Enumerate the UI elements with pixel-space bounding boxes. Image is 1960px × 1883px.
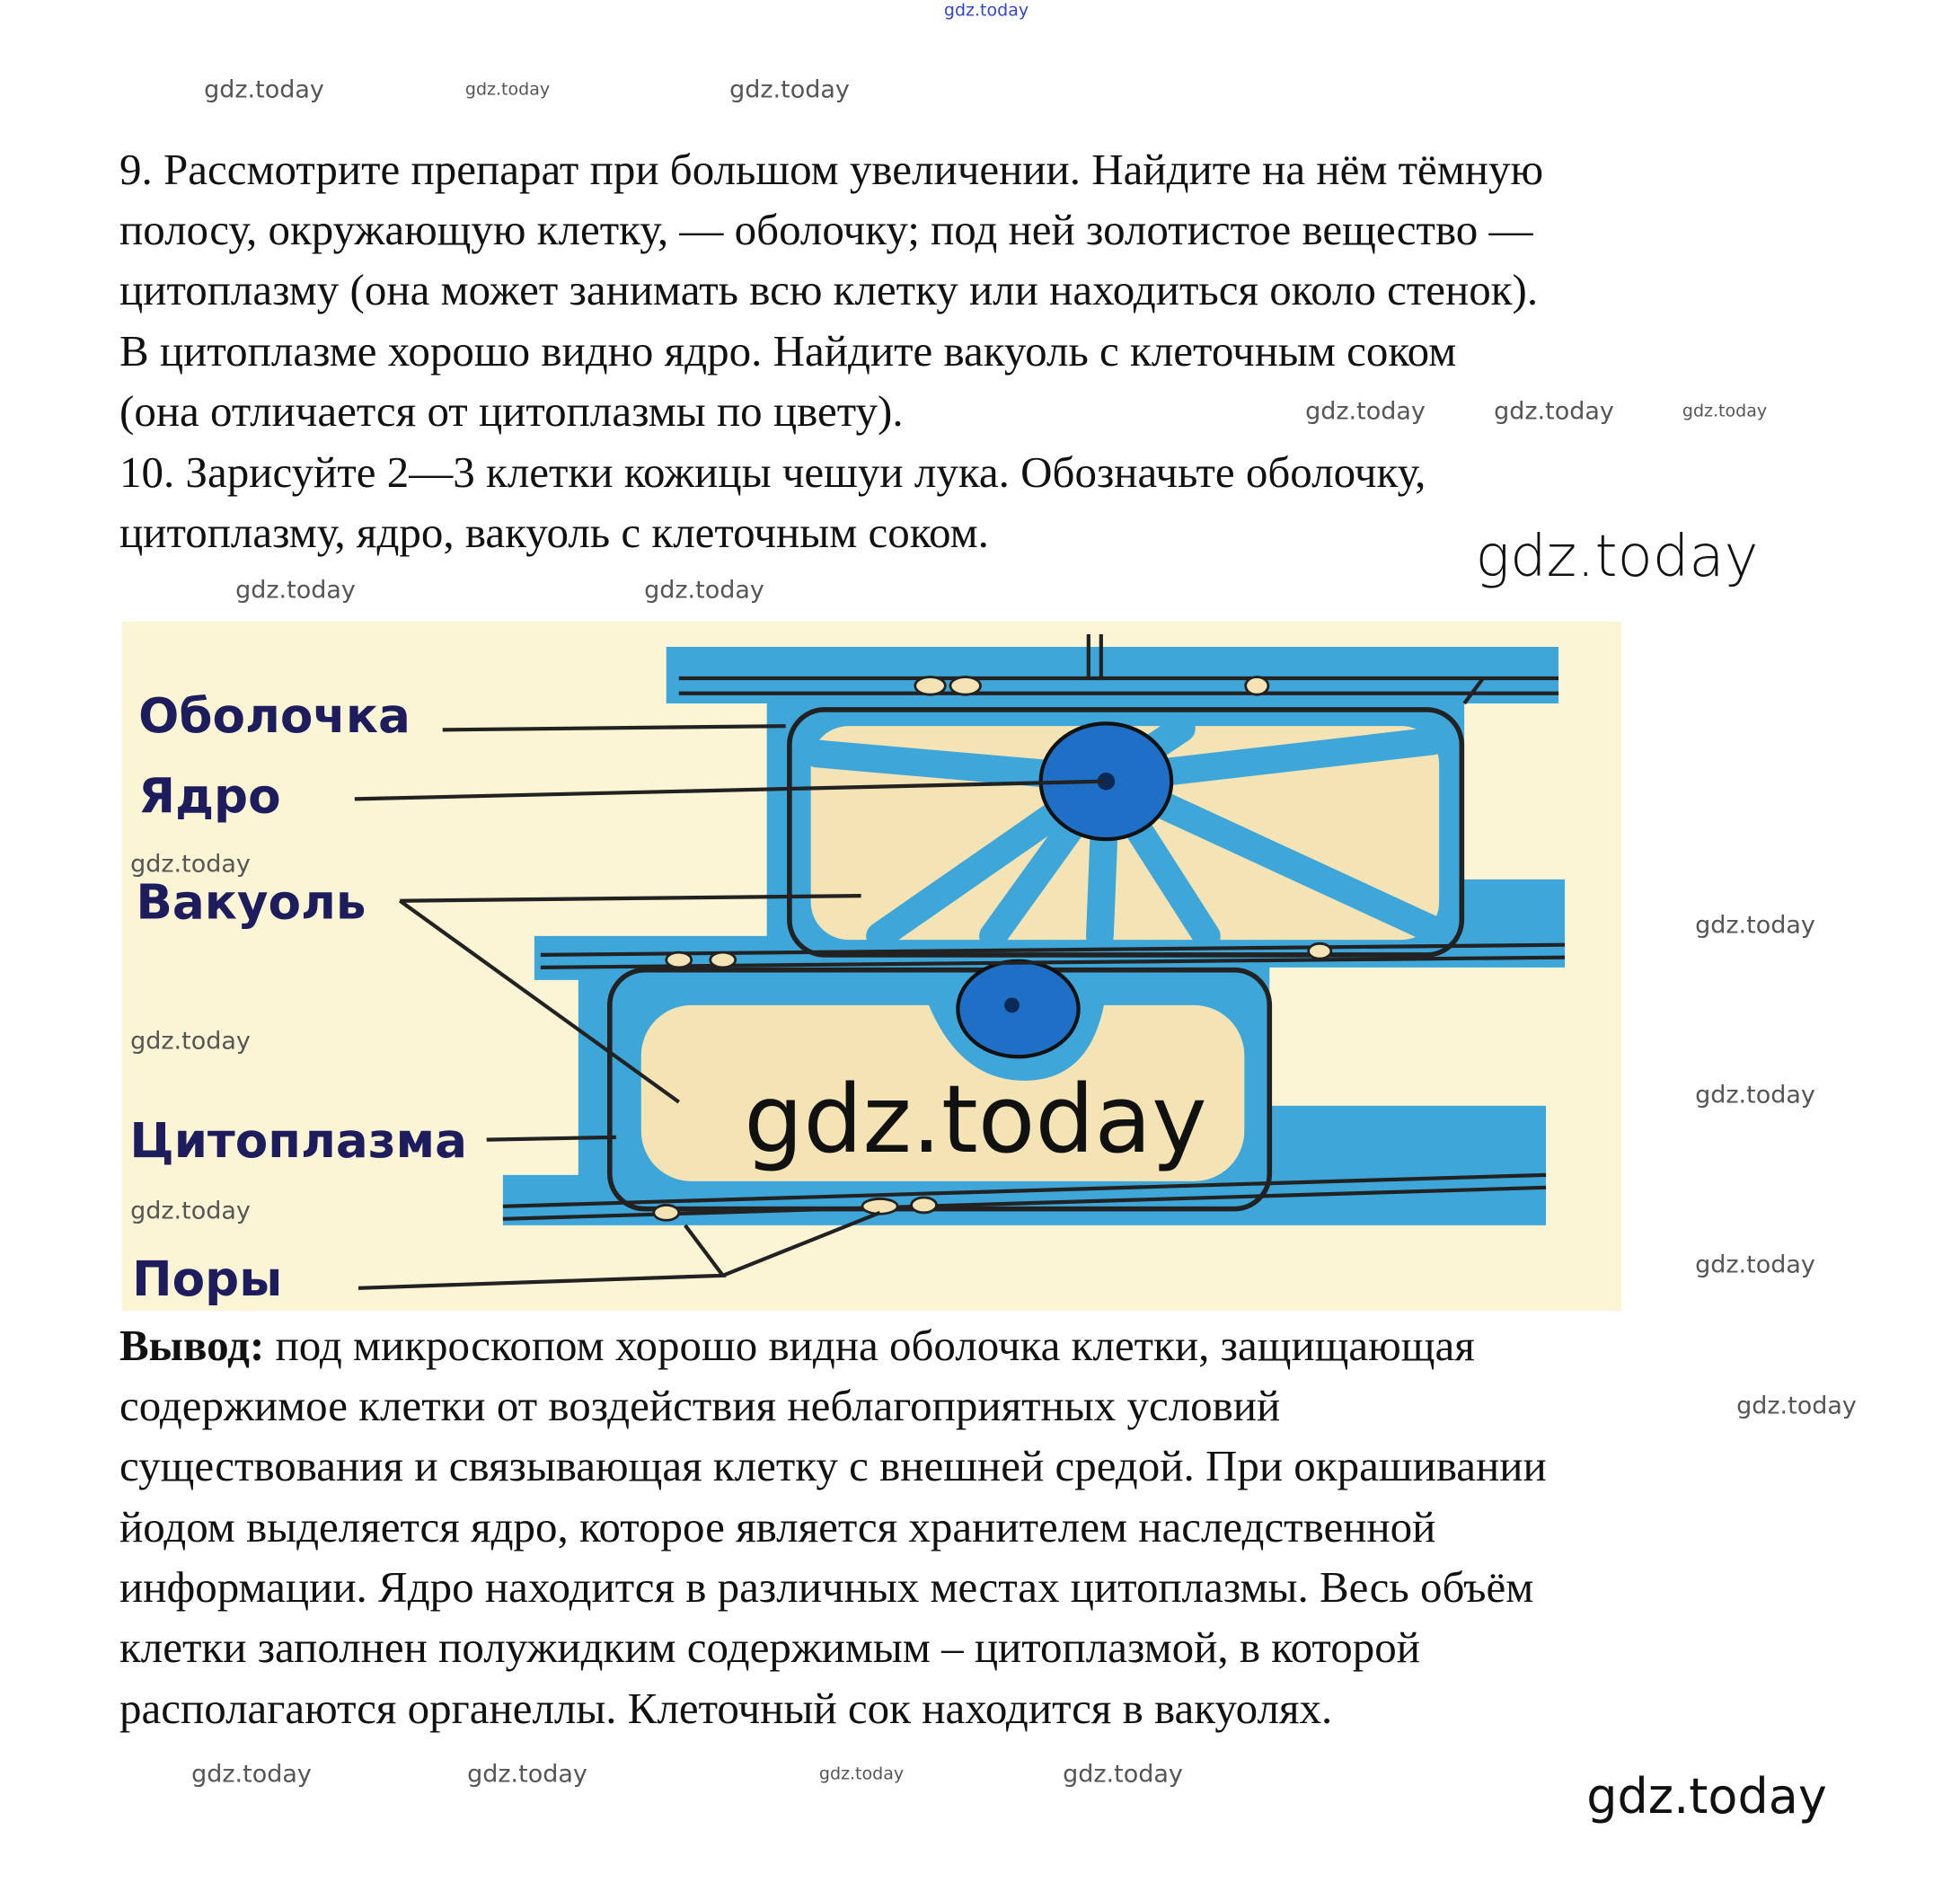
task-line: полосу, окружающую клетку, — оболочку; п… xyxy=(119,205,1533,254)
watermark: gdz.today xyxy=(130,1027,251,1056)
conclusion-line: йодом выделяется ядро, которое является … xyxy=(119,1502,1436,1551)
task-line: В цитоплазме хорошо видно ядро. Найдите … xyxy=(119,326,1457,376)
watermark: gdz.today xyxy=(464,79,551,100)
leader-lines xyxy=(354,724,1104,1290)
task-line: (она отличается от цитоплазмы по цвету). xyxy=(119,386,904,436)
watermark: gdz.today xyxy=(235,576,356,605)
watermark: gdz.today xyxy=(1736,1392,1857,1420)
label-cytoplasm: Цитоплазма xyxy=(129,1113,467,1169)
watermark: gdz.today xyxy=(1695,1081,1815,1109)
watermark: gdz.today xyxy=(130,1197,251,1225)
watermark: gdz.today xyxy=(943,0,1029,21)
cell-wall-top xyxy=(787,707,1465,958)
watermark: gdz.today xyxy=(1695,1251,1815,1279)
watermark: gdz.today xyxy=(644,576,764,605)
watermark: gdz.today xyxy=(744,1065,1207,1174)
watermark: gdz.today xyxy=(818,1764,905,1784)
label-pores: Поры xyxy=(132,1251,282,1307)
watermark: gdz.today xyxy=(130,850,251,879)
pores xyxy=(652,676,1333,1222)
conclusion-line: информации. Ядро находится в различных м… xyxy=(119,1562,1534,1612)
watermark: gdz.today xyxy=(1695,911,1815,940)
watermark: gdz.today xyxy=(467,1760,587,1789)
watermark: gdz.today xyxy=(1682,401,1768,421)
conclusion-line: клетки заполнен полужидким содержимым – … xyxy=(119,1622,1420,1672)
watermark: gdz.today xyxy=(1475,524,1759,590)
watermark: gdz.today xyxy=(1305,397,1426,426)
task-line: 9. Рассмотрите препарат при большом увел… xyxy=(119,145,1544,194)
label-nucleus: Ядро xyxy=(138,769,280,825)
vacuole-bottom xyxy=(640,1004,1245,1181)
conclusion-line: располагаются органеллы. Клеточный сок н… xyxy=(119,1684,1333,1733)
watermark: gdz.today xyxy=(191,1760,312,1789)
watermark: gdz.today xyxy=(1063,1760,1183,1789)
conclusion-line: Вывод: под микроскопом хорошо видна обол… xyxy=(119,1319,1475,1373)
task-line: 10. Зарисуйте 2—3 клетки кожицы чешуи лу… xyxy=(119,447,1426,497)
label-vacuole: Вакуоль xyxy=(136,874,366,930)
conclusion-line: существования и связывающая клетку с вне… xyxy=(119,1441,1547,1490)
task-line: цитоплазму, ядро, вакуоль с клеточным со… xyxy=(119,508,989,557)
conclusion-line: содержимое клетки от воздействия неблаго… xyxy=(119,1381,1281,1430)
label-membrane: Оболочка xyxy=(138,688,411,744)
cell-wall-bottom xyxy=(607,967,1273,1212)
watermark: gdz.today xyxy=(204,75,324,104)
conclusion-heading: Вывод: xyxy=(119,1321,265,1370)
task-line: цитоплазму (она может занимать всю клетк… xyxy=(119,265,1539,314)
conclusion-first-line: под микроскопом хорошо видна оболочка кл… xyxy=(264,1321,1475,1370)
onion-cell-diagram: Оболочка Ядро Вакуоль Цитоплазма Поры xyxy=(122,622,1621,1311)
watermark: gdz.today xyxy=(729,75,850,104)
watermark: gdz.today xyxy=(1586,1768,1827,1825)
nucleolus-top xyxy=(1097,772,1116,791)
nucleolus-bottom xyxy=(1004,997,1020,1013)
watermark: gdz.today xyxy=(1494,397,1614,426)
